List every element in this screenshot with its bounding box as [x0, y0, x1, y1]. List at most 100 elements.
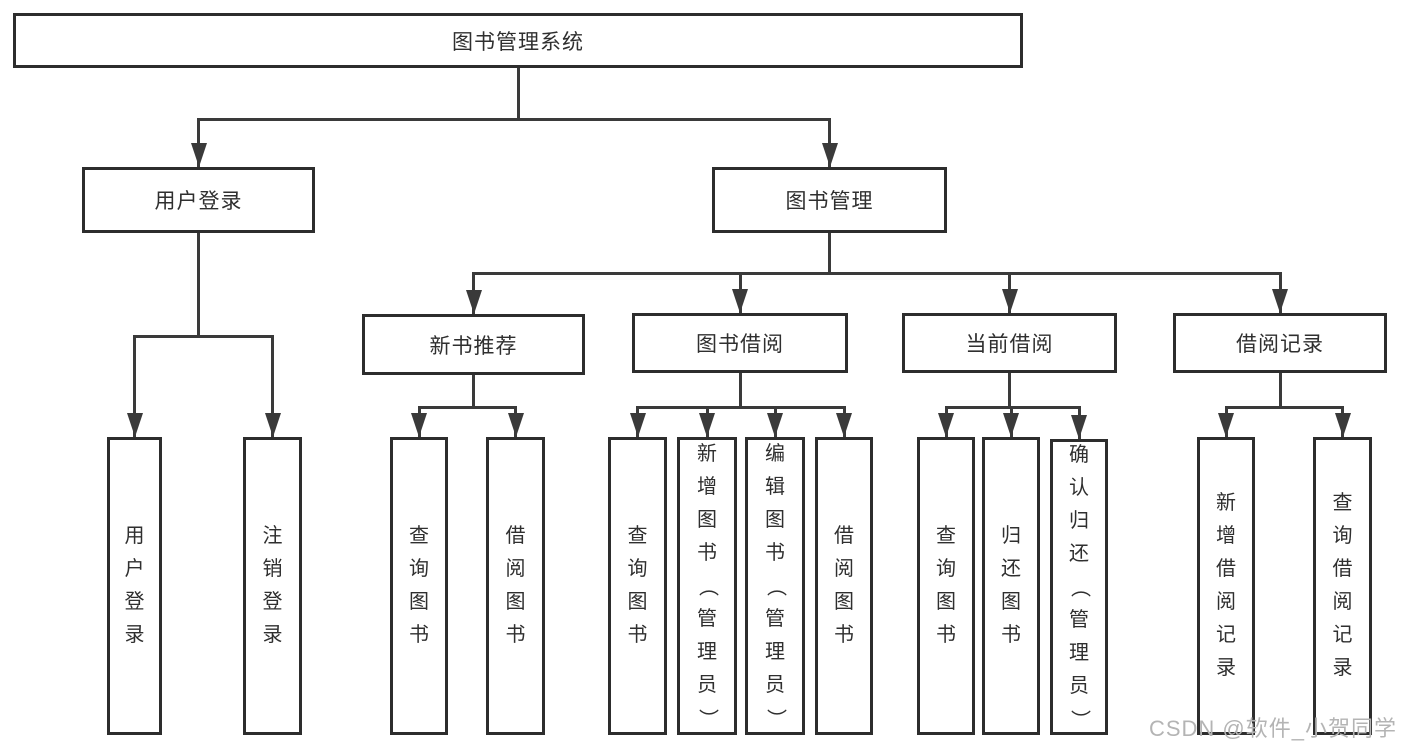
node-label-char: 书	[409, 624, 429, 646]
node-label-char: 书	[697, 541, 717, 564]
node-label-char: 记	[1216, 624, 1236, 646]
node-mgmt: 图书管理	[712, 167, 947, 233]
node-label-char: 还	[1001, 558, 1021, 580]
node-newbook: 新书推荐	[362, 314, 585, 375]
node-label-char: 图	[505, 591, 526, 613]
node-label-char: 图	[834, 591, 854, 613]
arrowhead-down-icon	[1334, 413, 1351, 437]
node-label-char: 查	[409, 525, 429, 547]
node-label-char: 查	[627, 525, 648, 547]
node-label-char: 户	[124, 558, 145, 580]
arrowhead-down-icon	[767, 413, 783, 437]
node-root: 图书管理系统	[13, 13, 1023, 68]
node-label-char: 图	[1001, 591, 1021, 613]
node-label-char: 图	[409, 591, 429, 613]
node-label-char: ）	[764, 708, 787, 728]
node-label-char: 理	[1069, 641, 1089, 664]
node-label-char: 录	[1332, 657, 1353, 679]
arrowhead-down-icon	[411, 413, 427, 437]
node-record: 借阅记录	[1173, 313, 1387, 373]
node-label-char: 归	[1001, 525, 1021, 547]
node-label-char: （	[764, 576, 787, 596]
node-br-query: 查询借阅记录	[1313, 437, 1372, 735]
arrowhead-down-icon	[1272, 289, 1288, 313]
node-label-char: 录	[1216, 657, 1236, 679]
node-label-char: 阅	[834, 558, 854, 580]
arrowhead-down-icon	[732, 289, 748, 313]
arrowhead-down-icon	[821, 143, 838, 167]
node-label-char: 管	[765, 607, 785, 630]
node-cb-return: 归还图书	[982, 437, 1040, 735]
node-label-char: ）	[696, 708, 719, 728]
node-label-char: 询	[1332, 525, 1353, 547]
node-label: 借阅记录	[1236, 333, 1324, 356]
node-label-char: 借	[505, 525, 526, 547]
node-bb-add: 新增图书 （ 管理员 ）	[677, 437, 737, 735]
node-label-char: 录	[262, 624, 283, 646]
arrowhead-down-icon	[126, 413, 143, 437]
node-label-char: 阅	[1216, 591, 1236, 613]
node-label-char: 员	[697, 673, 717, 696]
node-label-char: 书	[834, 624, 854, 646]
node-label-char: 书	[627, 624, 648, 646]
node-label-char: 新	[1216, 492, 1236, 514]
node-label-char: 理	[765, 640, 785, 663]
node-label-char: 图	[697, 508, 717, 531]
node-br-add: 新增借阅记录	[1197, 437, 1255, 735]
connector-line	[828, 118, 831, 167]
node-label-char: 确	[1069, 443, 1089, 466]
arrowhead-down-icon	[1003, 413, 1019, 437]
node-label: 当前借阅	[965, 333, 1054, 356]
node-label-char: 辑	[765, 475, 785, 498]
node-label-char: 理	[697, 640, 717, 663]
node-label-char: 书	[765, 541, 785, 564]
node-label-char: 书	[936, 624, 956, 646]
node-label: 图书管理系统	[452, 30, 584, 54]
node-label-char: 员	[765, 673, 785, 696]
node-label-char: 录	[124, 624, 145, 646]
connector-line	[417, 406, 517, 409]
connector-line	[1278, 373, 1282, 409]
arrowhead-down-icon	[836, 413, 852, 437]
connector-line	[1224, 406, 1344, 409]
node-label: 用户登录	[154, 190, 243, 213]
node-label-char: ）	[1068, 709, 1091, 729]
watermark: CSDN @软件_小贺同学	[1148, 716, 1397, 741]
connector-line	[636, 406, 846, 409]
node-label-char: 图	[936, 591, 956, 613]
connector-line	[472, 272, 1282, 275]
node-label-char: 员	[1069, 674, 1089, 697]
node-label-char: 增	[697, 475, 717, 498]
node-label-char: 用	[124, 525, 145, 547]
node-label-char: 注	[262, 525, 283, 547]
node-label-char: 阅	[1332, 591, 1353, 613]
arrowhead-down-icon	[465, 290, 482, 314]
arrowhead-down-icon	[190, 143, 207, 167]
node-label-char: 登	[124, 591, 145, 613]
node-label-char: 查	[1332, 492, 1353, 514]
node-label-char: 编	[765, 442, 785, 465]
connector-line	[472, 375, 475, 409]
connector-line	[944, 406, 1081, 409]
arrowhead-down-icon	[1071, 415, 1087, 439]
connector-line	[516, 68, 520, 121]
node-label-char: （	[1068, 577, 1091, 597]
node-label-char: 新	[697, 442, 717, 465]
arrowhead-down-icon	[699, 413, 715, 437]
node-label-char: 图	[627, 591, 648, 613]
node-label-char: 管	[697, 607, 717, 630]
connector-line	[197, 118, 200, 167]
arrowhead-down-icon	[1218, 413, 1234, 437]
node-label-char: 询	[627, 558, 648, 580]
node-current: 当前借阅	[902, 313, 1117, 373]
connector-line	[828, 233, 831, 275]
node-borrow: 图书借阅	[632, 313, 848, 373]
node-label-char: （	[696, 576, 719, 596]
node-label-char: 借	[1216, 558, 1236, 580]
node-login-act: 用户登录	[107, 437, 162, 735]
connector-line	[133, 335, 136, 437]
node-label-char: 还	[1069, 542, 1089, 565]
node-label-char: 记	[1332, 624, 1353, 646]
